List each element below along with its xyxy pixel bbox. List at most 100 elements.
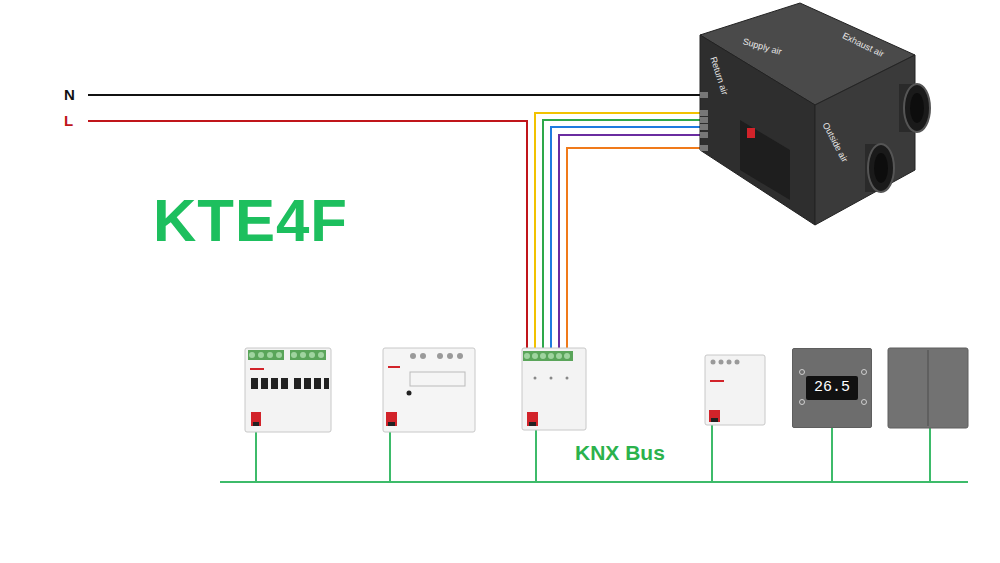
bus-drop — [711, 425, 713, 482]
ventilation-unit: Supply airReturn airExhaust airOutside a… — [685, 0, 940, 232]
screw — [532, 353, 538, 359]
channel-buttons — [251, 378, 329, 389]
device-body — [522, 348, 586, 430]
screw — [437, 353, 443, 359]
duct-inner — [874, 153, 888, 183]
signal-wire — [551, 127, 700, 352]
terminal-screws — [249, 352, 324, 358]
fan-coil-controller — [522, 348, 586, 430]
knx-bus — [220, 425, 968, 482]
terminal-block — [523, 351, 573, 361]
unit-left-face — [700, 35, 815, 225]
thermostat-panel: 26.5 — [792, 348, 872, 428]
wire-label: KNX Bus — [575, 441, 665, 465]
signal-wire — [543, 120, 700, 352]
bus-line — [220, 481, 968, 483]
knx-connector — [529, 422, 536, 426]
led — [534, 377, 537, 380]
terminal-block — [248, 350, 284, 360]
button — [281, 378, 288, 389]
button — [251, 378, 258, 389]
screw — [711, 360, 716, 365]
switch-actuator — [245, 348, 331, 432]
screw — [548, 353, 554, 359]
duct-inner — [910, 93, 924, 123]
terminal-tab — [700, 132, 708, 138]
screw — [556, 353, 562, 359]
screw — [410, 353, 416, 359]
led — [550, 377, 553, 380]
knx-connector — [253, 422, 259, 426]
thermostat-display: 26.5 — [806, 376, 858, 400]
button — [304, 378, 311, 389]
duct-opening — [868, 144, 894, 192]
terminal-screws — [711, 360, 740, 365]
bus-drop — [831, 428, 833, 482]
bus-drop — [929, 428, 931, 482]
screw — [249, 352, 255, 358]
screw — [267, 352, 273, 358]
signal-wire — [535, 113, 700, 352]
brand-mark — [250, 368, 264, 370]
led — [566, 377, 569, 380]
brand-mark — [388, 366, 400, 368]
wire-label: L — [64, 112, 73, 129]
device-body — [383, 348, 475, 432]
screw — [564, 353, 570, 359]
panel-body — [888, 348, 968, 428]
temperature-reading: 26.5 — [806, 378, 858, 398]
led — [407, 391, 412, 396]
screw — [291, 352, 297, 358]
unit-illustration — [685, 0, 940, 232]
terminal-tab — [700, 145, 708, 151]
wire-label: N — [64, 86, 75, 103]
terminal-tab — [700, 124, 708, 130]
button — [294, 378, 301, 389]
button — [261, 378, 268, 389]
bus-drop — [535, 430, 537, 482]
button — [324, 378, 329, 389]
terminal-block — [290, 350, 326, 360]
screw — [719, 360, 724, 365]
screw — [420, 353, 426, 359]
screw — [524, 353, 530, 359]
button — [314, 378, 321, 389]
brand-mark — [710, 380, 724, 382]
signal-wire — [567, 148, 700, 352]
terminal-screws — [524, 353, 570, 359]
terminal-tab — [700, 92, 708, 98]
neutral-wire — [88, 94, 700, 96]
screw — [727, 360, 732, 365]
terminal-tab — [700, 117, 708, 123]
rocker-split — [927, 350, 929, 426]
device-body — [245, 348, 331, 432]
touch-icon — [861, 369, 867, 375]
screw — [258, 352, 264, 358]
bus-drop — [255, 430, 257, 482]
screw — [300, 352, 306, 358]
knx-connector — [386, 412, 397, 426]
knx-connector — [527, 412, 538, 426]
terminal-tab — [700, 110, 708, 116]
button — [271, 378, 278, 389]
push-button-panel — [888, 348, 968, 428]
screw — [318, 352, 324, 358]
terminal-screws — [410, 353, 463, 359]
screw — [276, 352, 282, 358]
label-field — [410, 372, 465, 386]
touch-icon — [861, 399, 867, 405]
live-wire — [88, 121, 527, 352]
screw — [457, 353, 463, 359]
knx-connector — [251, 412, 261, 426]
unit-right-face — [815, 55, 915, 225]
touch-icon — [799, 369, 805, 375]
control-box — [740, 120, 790, 200]
screw — [735, 360, 740, 365]
connector-tab — [747, 128, 755, 138]
duct-opening — [904, 84, 930, 132]
screw — [540, 353, 546, 359]
screw — [447, 353, 453, 359]
device-body — [705, 355, 765, 425]
knx-connector — [388, 422, 395, 426]
